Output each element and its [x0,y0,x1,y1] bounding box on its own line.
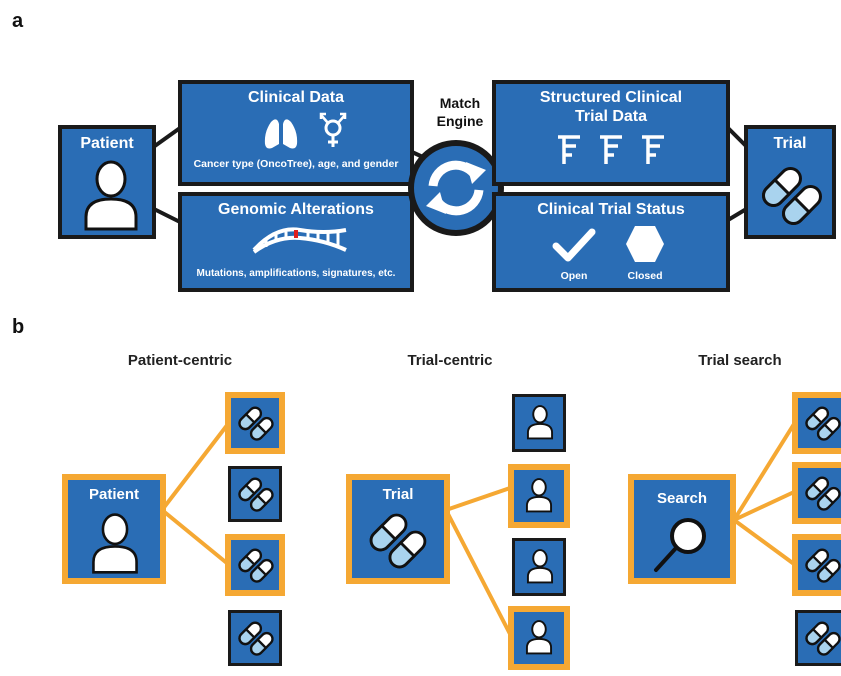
panel-label-a: a [12,10,24,32]
match-engine-sync-icon [408,140,504,236]
magnifier-icon [654,518,706,572]
match-engine-line2: Engine [436,113,484,129]
clinical-data-caption: Cancer type (OncoTree), age, and gender [193,158,399,170]
pills-icon [238,477,274,512]
patient-centric-main-label: Patient [88,486,139,503]
trial-box-2 [228,466,282,522]
tree-structure-icons [558,135,664,164]
trial-centric-main-label: Trial [382,486,414,503]
trial-centric-title: Trial-centric [407,352,493,369]
person-icon [526,405,554,440]
search-result-box-3 [792,534,841,596]
trial-box-4 [228,610,282,666]
patient-centric-main-box: Patient [62,474,166,584]
person-icon [92,513,138,574]
pills-icon [238,621,274,656]
structured-title-line1: Structured Clinical [539,89,683,106]
patient-box-3 [512,538,566,596]
match-engine-line1: Match [439,95,481,111]
structured-trial-data-box: Structured Clinical Trial Data [492,80,730,186]
person-icon [84,160,138,231]
clinical-trial-status-box: Clinical Trial Status Open Closed [492,192,730,292]
patient-centric-title: Patient-centric [127,352,233,369]
trial-centric-main-box: Trial [346,474,450,584]
patient-label: Patient [80,135,134,152]
pills-icon [238,548,274,583]
status-closed-label: Closed [627,270,663,282]
structured-trial-data-title: Structured Clinical Trial Data [496,88,726,126]
person-icon [526,549,554,584]
trial-search-main-box: Search [628,474,736,584]
pills-icon [369,513,427,569]
dna-icon [252,227,347,254]
person-icon [525,620,553,655]
patient-box-1 [512,394,566,452]
search-result-box-2 [792,462,841,524]
gender-icon [319,112,347,147]
pills-icon [805,621,841,656]
trial-search-main-label: Search [656,490,708,507]
hexagon-icon [626,226,664,262]
pills-icon [238,406,274,441]
genomic-alterations-box: Genomic Alterations Mutations, amplifica… [178,192,414,292]
trial-box-3 [225,534,285,596]
trial-box-1 [225,392,285,454]
structured-title-line2: Trial Data [574,108,648,125]
clinical-data-box: Clinical Data Cancer type (OncoTree), ag… [178,80,414,186]
pills-icon [805,476,841,511]
genomic-alterations-caption: Mutations, amplifications, signatures, e… [196,268,396,279]
search-result-box-4 [795,610,841,666]
patient-box-4 [508,606,570,670]
panel-label-b: b [12,316,25,338]
patient-box: Patient [58,125,156,239]
match-engine-label: Match Engine [420,94,500,130]
checkmark-icon [552,228,596,262]
trial-label: Trial [773,135,807,152]
lungs-icon [264,114,298,149]
search-result-box-1 [792,392,841,454]
clinical-data-title: Clinical Data [247,89,345,106]
patient-box-2 [508,464,570,528]
genomic-alterations-title: Genomic Alterations [218,201,374,218]
clinical-trial-status-title: Clinical Trial Status [537,201,685,218]
person-icon [525,478,553,513]
status-open-label: Open [560,270,588,282]
pills-icon [762,167,822,225]
pills-icon [805,548,841,583]
trial-search-title: Trial search [698,352,782,369]
pills-icon [805,406,841,441]
trial-box: Trial [744,125,836,239]
